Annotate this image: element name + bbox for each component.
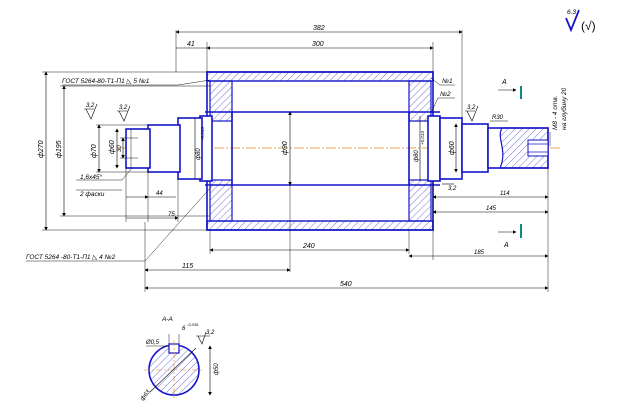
roller-drawing <box>125 71 549 231</box>
right-end-section <box>499 127 549 169</box>
dim-145: 145 <box>486 206 497 212</box>
sec-dim-6: 6 <box>182 326 186 332</box>
drum-shell-top <box>206 71 434 82</box>
rough-32-b: 3,2 <box>119 105 128 111</box>
chamfer-note: 2 фаски <box>79 191 105 198</box>
roughness-value: 6.3 <box>567 9 576 16</box>
dim-d90: ф90 <box>282 141 289 155</box>
svg-text:+0,013: +0,013 <box>420 131 425 145</box>
section-title: А-А <box>161 316 173 323</box>
dim-d195: ф195 <box>56 140 63 158</box>
section-aa: А-А Ø0,5 6 -0,036 3,2 ф50 ф63 <box>140 316 220 402</box>
section-mark-top: А <box>501 79 507 86</box>
dim-d80-right: ф80 <box>414 150 420 162</box>
dim-d70: ф70 <box>91 144 98 158</box>
shaft-right-60 <box>461 123 489 173</box>
dim-41: 41 <box>187 41 195 48</box>
dim-114: 114 <box>500 191 510 197</box>
chamfer-label: 1,6х45° <box>80 173 103 181</box>
sec-dim-05: Ø0,5 <box>145 340 160 346</box>
sec-rough-32: 3,2 <box>206 330 215 336</box>
rough-32-c: 3,2 <box>467 105 476 111</box>
thread-depth-note: на глубину 20 <box>560 87 568 130</box>
end-disc-left <box>209 80 233 122</box>
dim-30: 30 <box>117 145 123 152</box>
dim-r30: R30 <box>492 115 504 121</box>
end-disc-right-low <box>408 179 432 222</box>
shaft-left-70 <box>147 124 181 173</box>
dim-75: 75 <box>168 212 175 218</box>
weld-2-label: №2 <box>440 91 451 98</box>
sec-dim-tol: -0,036 <box>187 322 199 327</box>
end-disc-left-low <box>209 179 233 222</box>
roughness-symbol: (√) <box>581 19 596 33</box>
section-mark-bottom: А <box>503 242 509 249</box>
svg-text:+0,013: +0,013 <box>200 127 205 141</box>
weld-1-label: №1 <box>442 78 453 85</box>
sec-dim-d50: ф50 <box>214 363 220 375</box>
dim-240: 240 <box>302 243 315 250</box>
dim-382: 382 <box>313 25 325 32</box>
dim-300: 300 <box>312 41 324 48</box>
dim-d60-right: ф60 <box>449 141 456 155</box>
end-disc-right <box>408 80 432 122</box>
gost-bottom-note: ГОСТ 5264 -80-Т1-П1 ◺ 4 №2 <box>26 254 116 261</box>
dim-115: 115 <box>182 263 193 270</box>
gost-top-note: ГОСТ 5264-80-Т1-П1 ◺ 5 №1 <box>62 78 150 85</box>
dim-44: 44 <box>156 191 163 197</box>
sec-dim-d63: ф63 <box>140 389 152 402</box>
dim-d270: ф270 <box>38 140 45 158</box>
shaft-left-60 <box>125 128 151 169</box>
dim-185: 185 <box>474 250 485 256</box>
roughness-check-icon <box>565 9 580 33</box>
dim-d80: ф80 <box>196 148 202 160</box>
rough-32-a: 3,2 <box>86 103 95 109</box>
dim-d60-left: ф60 <box>109 140 116 154</box>
hub-right <box>427 115 441 182</box>
drum-shell-bottom <box>206 220 434 231</box>
drum-outline <box>206 71 434 231</box>
rough-32-d: 3,2 <box>448 186 457 192</box>
threaded-hole <box>527 139 549 157</box>
thread-note: М8 - 4 отв. <box>552 95 559 130</box>
dim-540: 540 <box>340 281 352 288</box>
